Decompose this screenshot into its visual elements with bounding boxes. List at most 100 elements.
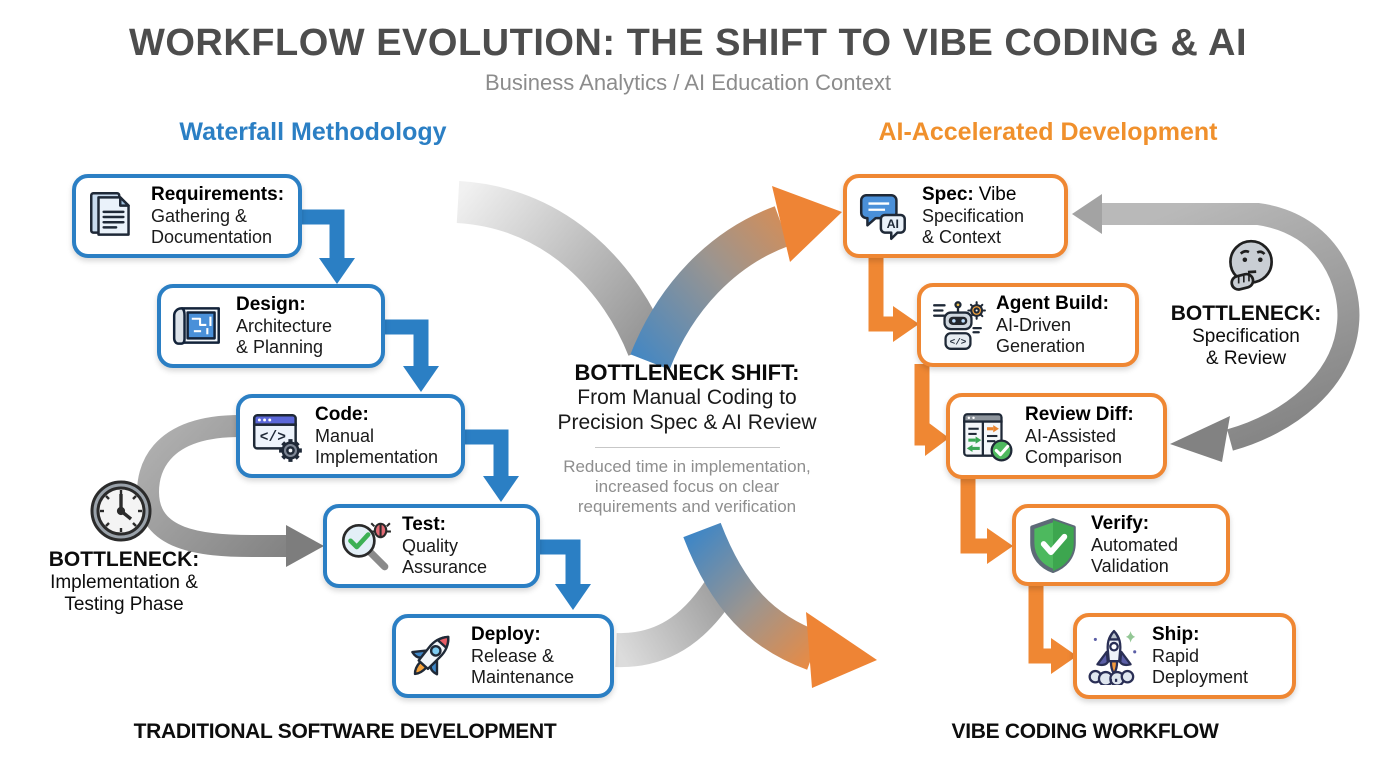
left-bottleneck-arrow [136,415,286,557]
connector-design-code [385,319,429,368]
bottleneck-line: Specification [1192,326,1300,347]
step-line: & Planning [236,337,324,358]
shift-note-line: Reduced time in implementation, [563,456,811,476]
bug-icon [370,522,391,539]
left-bottleneck-label: BOTTLENECK: Implementation & Testing Pha… [8,548,240,616]
page-subtitle: Business Analytics / AI Education Contex… [484,70,891,95]
step-line: Comparison [1025,447,1123,468]
gear-icon [279,439,302,462]
step-line: Maintenance [471,667,575,688]
right-footer-label: VIBE CODING WORKFLOW [951,720,1219,743]
shield-check-icon [1030,518,1076,573]
step-line: Specification [922,206,1025,227]
step-line: AI-Assisted [1025,426,1117,447]
left-bottleneck-arrow-head [286,525,324,567]
documents-icon [90,191,130,236]
right-bottleneck-arrow [1102,203,1360,451]
magnifier-check-icon [341,522,391,571]
connector-test-deploy [540,539,581,586]
step-line: Deployment [1152,667,1249,688]
step-title: Deploy: [471,623,541,645]
svg-text:AI: AI [887,217,899,231]
rocket-icon [411,635,450,676]
step-box-design: Design: Architecture & Planning [157,284,385,368]
step-line: AI-Driven [996,315,1072,336]
step-title: Verify: [1091,512,1150,534]
step-title: Test: [402,513,446,535]
step-title: Design: [236,293,306,315]
transition-arrow-top-gray [456,181,668,357]
shift-line: From Manual Coding to [577,386,797,409]
right-column-header: AI-Accelerated Development [878,118,1218,146]
step-box-agent-build: </> Agent Build: AI-Driven Generation [917,283,1139,367]
bottleneck-line: & Review [1205,348,1287,369]
step-title: Spec:Vibe [922,183,1017,205]
bottleneck-title: BOTTLENECK: [1170,302,1322,325]
robot-icon: </> [933,301,986,350]
bottleneck-line: Implementation & [50,572,198,593]
shift-note-line: requirements and verification [577,497,797,517]
step-line: Documentation [151,227,273,248]
right-bottleneck-label: BOTTLENECK: Specification & Review [1130,302,1362,370]
bottleneck-title: BOTTLENECK: [48,548,200,571]
connector-arrowhead [925,420,949,456]
connector-arrowhead [1051,638,1077,674]
step-box-test: Test: Quality Assurance [323,504,540,588]
bottleneck-line: Testing Phase [64,594,184,615]
step-title: Review Diff: [1025,403,1134,425]
connector-arrowhead [483,476,519,502]
svg-text:</>: </> [260,430,286,446]
step-line: Automated [1091,535,1179,556]
transition-arrow-bottom-rise [683,522,822,670]
shift-heading: BOTTLENECK SHIFT: [574,360,800,385]
transition-arrow-bottom-head [806,612,877,688]
connector-spec-agent [868,254,893,332]
step-box-requirements: Requirements: Gathering & Documentation [72,174,302,258]
left-footer-label: TRADITIONAL SOFTWARE DEVELOPMENT [133,720,557,743]
step-title: Ship: [1152,623,1200,645]
step-line: Manual [315,426,375,447]
step-line: Assurance [402,557,488,578]
step-box-code: </> Code: Manual Implementation [236,394,465,478]
step-box-ship: Ship: Rapid Deployment [1073,613,1296,699]
step-box-verify: Verify: Automated Validation [1012,504,1230,586]
gear-icon [967,301,986,320]
bottleneck-shift-note: BOTTLENECK SHIFT: From Manual Coding to … [527,360,847,518]
connector-arrowhead [319,258,355,284]
step-line: Architecture [236,316,333,337]
connector-agent-review [914,364,930,446]
code-window-icon: </> [252,414,302,462]
transition-arrow-top-rise [630,206,790,370]
step-box-review-diff: Review Diff: AI-Assisted Comparison [946,393,1167,479]
thinking-face-icon [1229,239,1273,291]
left-column-header: Waterfall Methodology [179,118,447,146]
connector-arrowhead [555,584,591,610]
step-box-deploy: Deploy: Release & Maintenance [392,614,614,698]
connector-review-verify [960,476,987,554]
step-line: Gathering & [151,206,248,227]
connector-code-test [465,429,509,478]
step-box-spec: AI Spec:Vibe Specification & Context [843,174,1068,258]
right-bottleneck-arrow-head-top [1072,194,1102,234]
connector-arrowhead [893,306,919,342]
transition-arrow-bottom-gray [615,573,739,668]
step-line: Validation [1091,556,1169,577]
connector-arrowhead [403,366,439,392]
step-line: Release & [471,646,555,667]
step-line: Implementation [315,447,439,468]
step-line: Generation [996,336,1086,357]
shift-line: Precision Spec & AI Review [557,410,817,434]
connector-requirements-design [302,209,345,260]
connector-arrowhead [987,528,1013,564]
connector-verify-ship [1028,584,1051,664]
page-title: WORKFLOW EVOLUTION: THE SHIFT TO VIBE CO… [128,22,1248,64]
step-title: Agent Build: [996,292,1109,314]
step-line: Rapid [1152,646,1200,667]
diff-window-icon [963,413,1013,462]
clock-icon [90,480,152,542]
divider [594,446,780,448]
svg-text:</>: </> [950,337,967,348]
step-line: Quality [402,536,459,557]
chat-ai-icon: AI [859,194,906,241]
